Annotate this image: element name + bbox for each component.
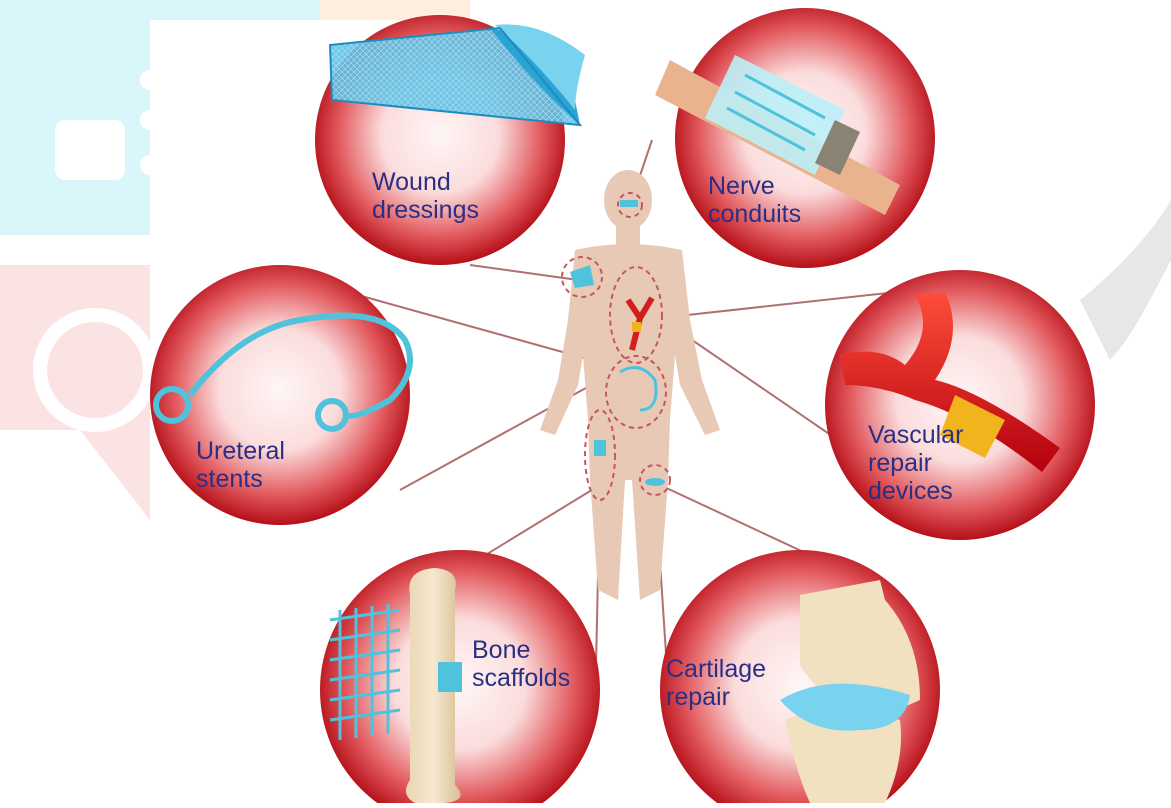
ureteral-stents-circle — [150, 265, 410, 525]
human-body-icon — [540, 170, 720, 600]
